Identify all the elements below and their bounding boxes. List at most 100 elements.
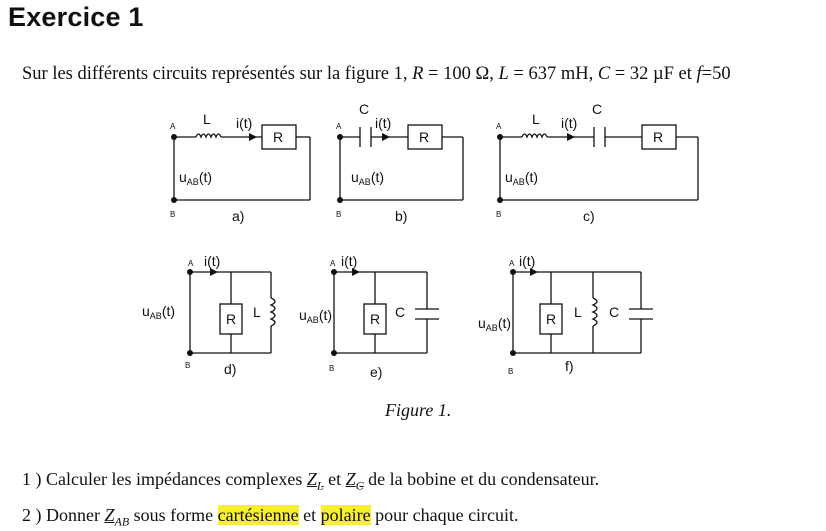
current-arrow <box>210 268 218 276</box>
q2-text: 2 ) Donner <box>22 505 105 525</box>
node-b <box>497 197 503 203</box>
current-arrow <box>249 133 257 141</box>
label-r: R <box>226 311 236 327</box>
question-2: 2 ) Donner ZAB sous forme cartésienne et… <box>22 505 519 530</box>
u-sub: AB <box>150 311 162 321</box>
q1-text: 1 ) Calculer les impédances complexes <box>22 469 307 489</box>
z-letter: Z <box>104 505 115 525</box>
label-current: i(t) <box>519 253 535 269</box>
intro-part: = 637 mH, <box>508 64 598 84</box>
u: u <box>505 169 513 185</box>
circuit-b <box>338 124 464 201</box>
label-a: A <box>330 259 336 268</box>
label-b: B <box>185 361 190 370</box>
impedance-zl: ZL <box>306 469 324 493</box>
circuit-e <box>333 271 439 354</box>
impedance-zab: ZAB <box>104 505 129 529</box>
q1-text: de la bobine et du condensateur. <box>363 469 600 489</box>
intro-part: = 32 µF et <box>610 64 697 84</box>
node-a <box>331 269 337 275</box>
figure-caption: Figure 1. <box>385 400 452 420</box>
label-c: C <box>359 101 369 117</box>
var-l: L <box>498 64 509 84</box>
node-a <box>510 269 516 275</box>
exercise-title: Exercice 1 <box>8 2 144 32</box>
circuit-d <box>189 271 276 354</box>
z-sub: C <box>355 478 364 493</box>
node-b <box>171 197 177 203</box>
label-r: R <box>546 311 556 327</box>
node-b <box>187 350 193 356</box>
label-b: B <box>336 210 341 219</box>
label-current: i(t) <box>204 253 220 269</box>
label-r: R <box>370 311 380 327</box>
label-voltage: uAB(t) <box>179 169 212 187</box>
label-voltage: uAB(t) <box>505 169 538 187</box>
intro-part: = 100 Ω, <box>423 64 499 84</box>
label-a: A <box>170 122 176 131</box>
intro-text: Sur les différents circuits représentés … <box>22 64 731 85</box>
circuit-c <box>498 124 699 201</box>
label-c: C <box>609 304 619 320</box>
highlight-polaire: polaire <box>320 505 371 525</box>
circuit-letter: e) <box>370 364 382 380</box>
q2-text: et <box>298 505 321 525</box>
label-l: L <box>203 111 211 127</box>
current-arrow <box>567 133 575 141</box>
u-tail: (t) <box>525 169 538 185</box>
u-sub: AB <box>307 315 319 325</box>
label-current: i(t) <box>341 253 357 269</box>
label-b: B <box>508 367 513 376</box>
impedance-zc: ZC <box>346 469 364 493</box>
u-sub: AB <box>359 177 371 187</box>
var-c: C <box>597 64 611 84</box>
node-a <box>171 134 177 140</box>
label-r: R <box>273 129 283 145</box>
label-a: A <box>188 259 194 268</box>
node-a <box>187 269 193 275</box>
u: u <box>179 169 187 185</box>
q2-text: sous forme <box>129 505 218 525</box>
u: u <box>142 303 150 319</box>
label-current: i(t) <box>375 115 391 131</box>
label-c: C <box>592 101 602 117</box>
u-tail: (t) <box>371 169 384 185</box>
var-f: f <box>696 64 702 84</box>
label-voltage: uAB(t) <box>351 169 384 187</box>
label-b: B <box>329 364 334 373</box>
label-current: i(t) <box>236 115 252 131</box>
label-l: L <box>574 304 582 320</box>
label-b: B <box>170 210 175 219</box>
z-letter: Z <box>306 469 317 489</box>
z-sub: L <box>316 478 324 493</box>
label-b: B <box>496 210 501 219</box>
u-tail: (t) <box>162 303 175 319</box>
label-a: A <box>336 122 342 131</box>
question-1: 1 ) Calculer les impédances complexes ZL… <box>22 469 599 494</box>
circuit-letter: f) <box>565 358 574 374</box>
circuit-letter: d) <box>224 361 236 377</box>
label-r: R <box>419 129 429 145</box>
u-tail: (t) <box>319 307 332 323</box>
label-r: R <box>653 129 663 145</box>
u: u <box>299 307 307 323</box>
label-a: A <box>509 259 515 268</box>
var-r: R <box>412 64 424 84</box>
label-current: i(t) <box>561 115 577 131</box>
node-a <box>497 134 503 140</box>
circuit-letter: a) <box>232 208 244 224</box>
q1-text: et <box>323 469 346 489</box>
circuit-letter: b) <box>395 208 407 224</box>
u: u <box>478 315 486 331</box>
u: u <box>351 169 359 185</box>
circuit-letter: c) <box>583 208 595 224</box>
u-tail: (t) <box>498 315 511 331</box>
node-b <box>337 197 343 203</box>
label-a: A <box>496 122 502 131</box>
label-voltage: uAB(t) <box>299 307 332 325</box>
label-voltage: uAB(t) <box>478 315 511 333</box>
z-sub: AB <box>114 514 130 529</box>
current-arrow <box>530 268 538 276</box>
u-sub: AB <box>486 323 498 333</box>
